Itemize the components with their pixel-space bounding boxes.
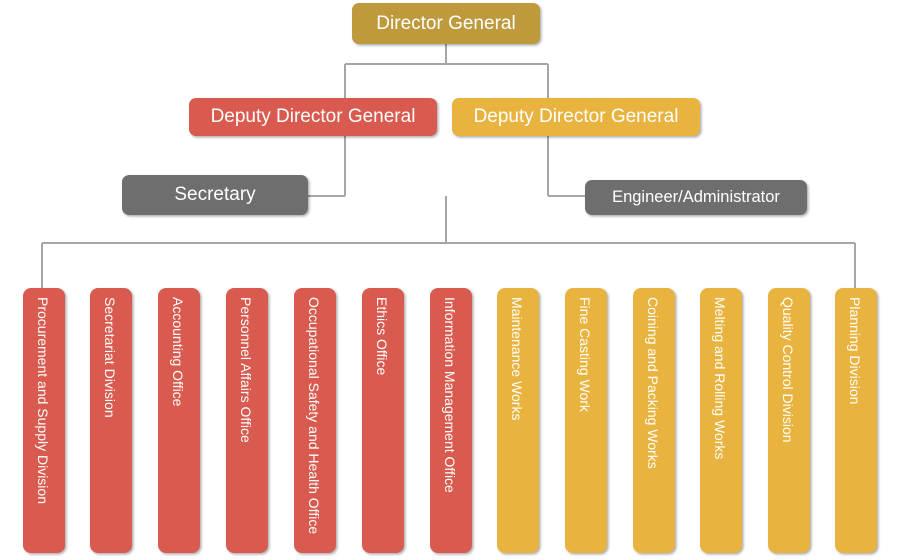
node-unit-9[interactable]: Fine Casting Work (565, 288, 607, 553)
node-unit-3[interactable]: Accounting Office (158, 288, 200, 553)
node-unit-4-label: Personnel Affairs Office (238, 297, 254, 443)
node-unit-2[interactable]: Secretariat Division (90, 288, 132, 553)
node-unit-5-label: Occupational Safety and Health Office (306, 297, 322, 535)
node-director-general[interactable]: Director General (352, 3, 540, 44)
node-unit-4[interactable]: Personnel Affairs Office (226, 288, 268, 553)
node-deputy-director-general-2[interactable]: Deputy Director General (452, 98, 700, 136)
node-unit-6[interactable]: Ethics Office (362, 288, 404, 553)
node-unit-8[interactable]: Maintenance Works (497, 288, 539, 553)
node-unit-1-label: Procurement and Supply Division (35, 297, 51, 504)
node-unit-8-label: Maintenance Works (509, 297, 525, 421)
node-unit-7-label: Information Management Office (442, 297, 458, 493)
node-unit-11[interactable]: Melting and Rolling Works (700, 288, 742, 553)
node-secretary-label: Secretary (174, 184, 256, 206)
node-unit-13[interactable]: Planning Division (835, 288, 877, 553)
node-secretary[interactable]: Secretary (122, 175, 308, 215)
node-unit-3-label: Accounting Office (170, 297, 186, 407)
node-deputy-director-general-2-label: Deputy Director General (473, 106, 679, 128)
node-unit-12-label: Quality Control Division (780, 297, 796, 443)
node-engineer-administrator-label: Engineer/Administrator (612, 187, 780, 206)
node-unit-6-label: Ethics Office (374, 297, 390, 376)
node-unit-1[interactable]: Procurement and Supply Division (23, 288, 65, 553)
node-director-general-label: Director General (376, 12, 516, 34)
node-unit-9-label: Fine Casting Work (577, 297, 593, 412)
node-unit-2-label: Secretariat Division (102, 297, 118, 418)
node-unit-12[interactable]: Quality Control Division (768, 288, 810, 553)
node-deputy-director-general-1-label: Deputy Director General (210, 106, 416, 128)
node-deputy-director-general-1[interactable]: Deputy Director General (189, 98, 437, 136)
node-engineer-administrator[interactable]: Engineer/Administrator (585, 180, 807, 215)
node-unit-10-label: Coining and Packing Works (645, 297, 661, 469)
node-unit-10[interactable]: Coining and Packing Works (633, 288, 675, 553)
node-unit-7[interactable]: Information Management Office (430, 288, 472, 553)
node-unit-13-label: Planning Division (847, 297, 863, 405)
node-unit-5[interactable]: Occupational Safety and Health Office (294, 288, 336, 553)
node-unit-11-label: Melting and Rolling Works (712, 297, 728, 460)
